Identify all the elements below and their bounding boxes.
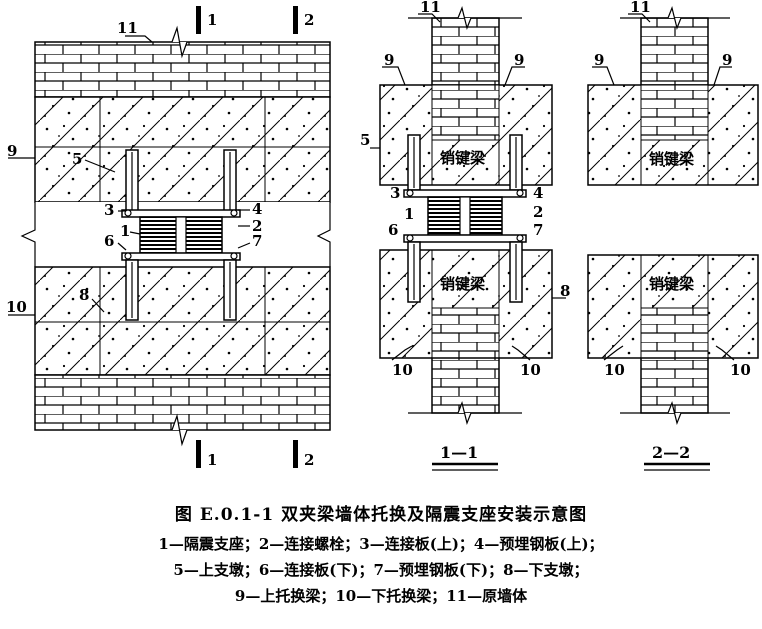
label-9: 9	[722, 51, 732, 69]
label-10: 10	[730, 361, 751, 379]
label-2: 2	[533, 203, 543, 221]
section-label-1: 1	[207, 451, 217, 469]
key-beam-label-upper: 销键梁	[649, 150, 695, 168]
label-3: 3	[104, 201, 114, 219]
label-7: 7	[533, 221, 543, 239]
wall-bottom	[34, 374, 331, 431]
wall-top	[431, 17, 500, 86]
label-11: 11	[420, 0, 441, 16]
label-11: 11	[117, 19, 138, 37]
installation-diagram: 11 1 2 9 5 3 4 1 2 6 7 8 10 1 2 销键梁	[6, 0, 759, 471]
wall-core	[431, 307, 500, 359]
label-9: 9	[514, 51, 524, 69]
lower-transfer-beam	[34, 266, 331, 376]
wall-core	[640, 307, 709, 359]
break-mark	[667, 6, 682, 30]
label-6: 6	[104, 232, 114, 250]
break-mark	[457, 6, 472, 30]
bearing-core	[175, 216, 187, 254]
section-marker	[293, 6, 298, 34]
caption-line-2: 5—上支墩；6—连接板(下)；7—预埋钢板(下)；8—下支墩；	[173, 561, 589, 579]
label-5: 5	[72, 150, 82, 168]
break-mark	[171, 25, 188, 59]
caption-title: 图 E.0.1-1 双夹梁墙体托换及隔震支座安装示意图	[174, 505, 588, 525]
label-9: 9	[384, 51, 394, 69]
connection-plate-lower	[121, 252, 241, 261]
wall-top	[640, 17, 709, 86]
elevation-view: 11 1 2 9 5 3 4 1 2 6 7 8 10 1 2	[6, 6, 331, 469]
label-3: 3	[390, 184, 400, 202]
label-1: 1	[404, 205, 414, 223]
section-marker	[196, 440, 201, 468]
label-10: 10	[520, 361, 541, 379]
label-4: 4	[252, 200, 262, 218]
break-mark	[667, 401, 682, 425]
break-mark	[457, 401, 472, 425]
wall-bottom	[640, 357, 709, 414]
section-label-2: 2	[304, 451, 314, 469]
break-mark	[171, 413, 188, 447]
label-5: 5	[360, 131, 370, 149]
key-beam-label-upper: 销键梁	[440, 149, 486, 167]
section-2-2: 销键梁 销键梁 11 9 9 10 10 2—2	[587, 0, 759, 471]
label-4: 4	[533, 184, 543, 202]
connection-plate-upper	[121, 209, 241, 218]
break-mark-right	[316, 202, 331, 267]
section-label-1: 1	[207, 11, 217, 29]
wall-core	[431, 84, 500, 141]
label-7: 7	[252, 232, 262, 250]
label-2: 2	[252, 217, 262, 235]
label-11: 11	[630, 0, 651, 16]
label-6: 6	[388, 221, 398, 239]
caption-line-3: 9—上托换梁；10—下托换梁；11—原墙体	[234, 587, 528, 605]
key-beam-label-lower: 销键梁	[440, 275, 486, 293]
section-title-2-2: 2—2	[652, 443, 690, 462]
section-title-1-1: 1—1	[440, 443, 478, 462]
figure-caption: 图 E.0.1-1 双夹梁墙体托换及隔震支座安装示意图 1—隔震支座；2—连接螺…	[0, 500, 762, 609]
wall-bottom	[431, 357, 500, 414]
section-label-2: 2	[304, 11, 314, 29]
label-10: 10	[604, 361, 625, 379]
label-9: 9	[594, 51, 604, 69]
caption-line-1: 1—隔震支座；2—连接螺栓；3—连接板(上)；4—预埋钢板(上)；	[158, 535, 604, 553]
label-8: 8	[560, 282, 570, 300]
key-beam-label-lower: 销键梁	[649, 275, 695, 293]
label-10: 10	[6, 298, 27, 316]
label-8: 8	[79, 286, 89, 304]
break-mark-left	[20, 202, 36, 267]
label-10: 10	[392, 361, 413, 379]
wall-core	[640, 84, 709, 141]
section-marker	[196, 6, 201, 34]
section-1-1: 销键梁 销键梁 11	[360, 0, 570, 471]
label-1: 1	[120, 222, 130, 240]
upper-transfer-beam	[34, 96, 331, 203]
section-marker	[293, 440, 298, 468]
label-9: 9	[7, 142, 17, 160]
